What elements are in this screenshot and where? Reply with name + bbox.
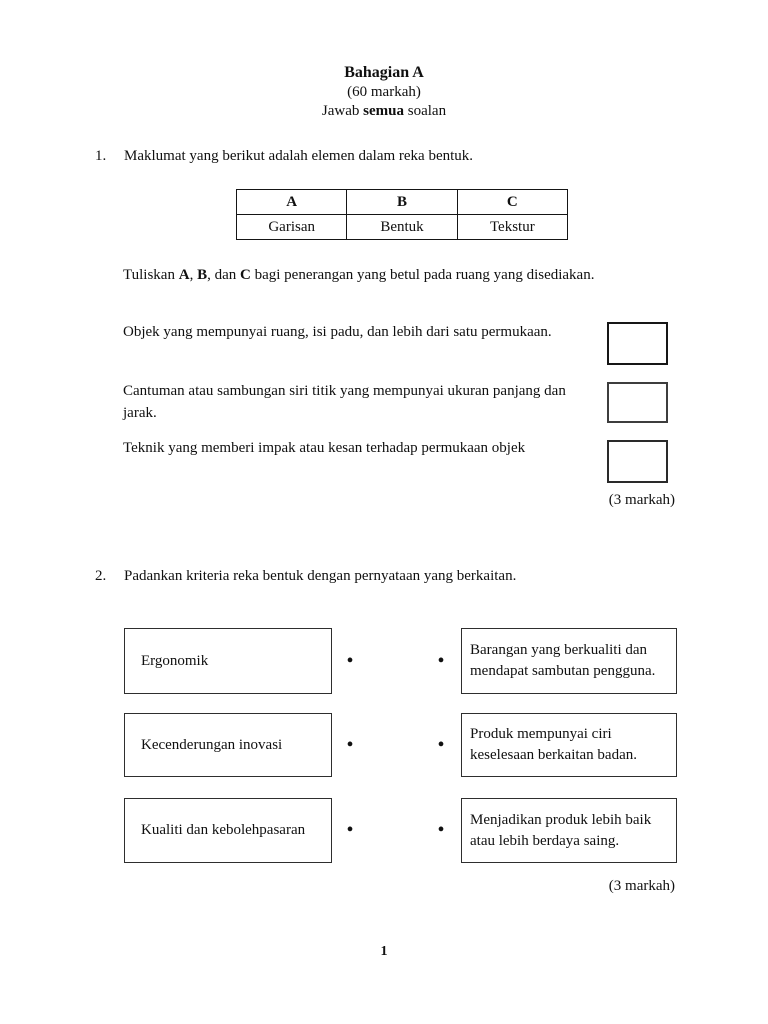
match-dot-right-2[interactable]: • — [437, 733, 445, 756]
question-2-text: Padankan kriteria reka bentuk dengan per… — [124, 568, 517, 584]
write-instruction: Tuliskan A, B, dan C bagi penerangan yan… — [123, 267, 683, 284]
statement-3-text: Teknik yang memberi impak atau kesan ter… — [123, 440, 526, 456]
question-2-marks-label: (3 markah) — [608, 878, 675, 894]
question-2-number: 2. — [95, 568, 107, 584]
match-dot-left-1[interactable]: • — [346, 649, 354, 672]
instruction-bold: semua — [363, 103, 404, 119]
question-1-text: Maklumat yang berikut adalah elemen dala… — [124, 148, 474, 164]
elements-table-value-row: Garisan Bentuk Tekstur — [235, 214, 569, 240]
match-row-1: Ergonomik • • Barangan yang berkualiti d… — [0, 628, 768, 694]
match-row-3: Kualiti dan kebolehpasaran • • Menjadika… — [0, 798, 768, 863]
statement-box-1: Barangan yang berkualiti dan mendapat sa… — [461, 628, 677, 694]
criterion-box-ergonomik: Ergonomik — [124, 628, 332, 694]
match-dot-left-3[interactable]: • — [346, 819, 354, 841]
elements-table-header-row: A B C — [235, 189, 569, 215]
table-header-a: A — [235, 189, 348, 215]
section-instruction: Jawab semua soalan — [0, 103, 768, 120]
wi-seg3: bagi penerangan yang betul pada ruang ya… — [250, 267, 595, 283]
answer-box-3[interactable] — [607, 440, 668, 483]
instruction-pre: Jawab — [321, 103, 364, 119]
statement-box-3: Menjadikan produk lebih baik atau lebih … — [461, 798, 677, 863]
statement-2-text: Cantuman atau sambungan siri titik yang … — [123, 383, 566, 421]
match-dot-right-3[interactable]: • — [437, 819, 445, 841]
section-title: Bahagian A — [344, 64, 424, 81]
match-row-2: Kecenderungan inovasi • • Produk mempuny… — [0, 713, 768, 777]
page-number: 1 — [380, 944, 388, 959]
table-header-b: B — [346, 189, 458, 215]
wi-option-c: C — [240, 267, 251, 283]
instruction-post: soalan — [404, 103, 447, 119]
question-1-marks-label: (3 markah) — [608, 492, 675, 508]
table-header-c: C — [456, 189, 569, 215]
wi-option-b: B — [197, 267, 208, 283]
question-1-number: 1. — [95, 148, 107, 164]
section-marks-label: (60 markah) — [347, 84, 421, 100]
criterion-box-kualiti-kebolehpasaran: Kualiti dan kebolehpasaran — [124, 798, 332, 863]
statement-1-text: Objek yang mempunyai ruang, isi padu, da… — [123, 324, 552, 340]
table-cell-garisan: Garisan — [235, 214, 348, 240]
table-cell-tekstur: Tekstur — [456, 214, 569, 240]
match-dot-right-1[interactable]: • — [437, 649, 445, 672]
statement-box-2: Produk mempunyai ciri keselesaan berkait… — [461, 713, 677, 777]
criterion-box-kecenderungan-inovasi: Kecenderungan inovasi — [124, 713, 332, 777]
table-cell-bentuk: Bentuk — [346, 214, 458, 240]
wi-seg2: , dan — [207, 267, 240, 283]
answer-box-1[interactable] — [607, 322, 668, 365]
wi-seg1: , — [189, 267, 198, 283]
answer-box-2[interactable] — [607, 382, 668, 423]
wi-seg0: Tuliskan — [123, 267, 179, 283]
elements-table: A B C Garisan Bentuk Tekstur — [235, 189, 569, 240]
wi-option-a: A — [178, 267, 190, 283]
match-dot-left-2[interactable]: • — [346, 733, 354, 756]
